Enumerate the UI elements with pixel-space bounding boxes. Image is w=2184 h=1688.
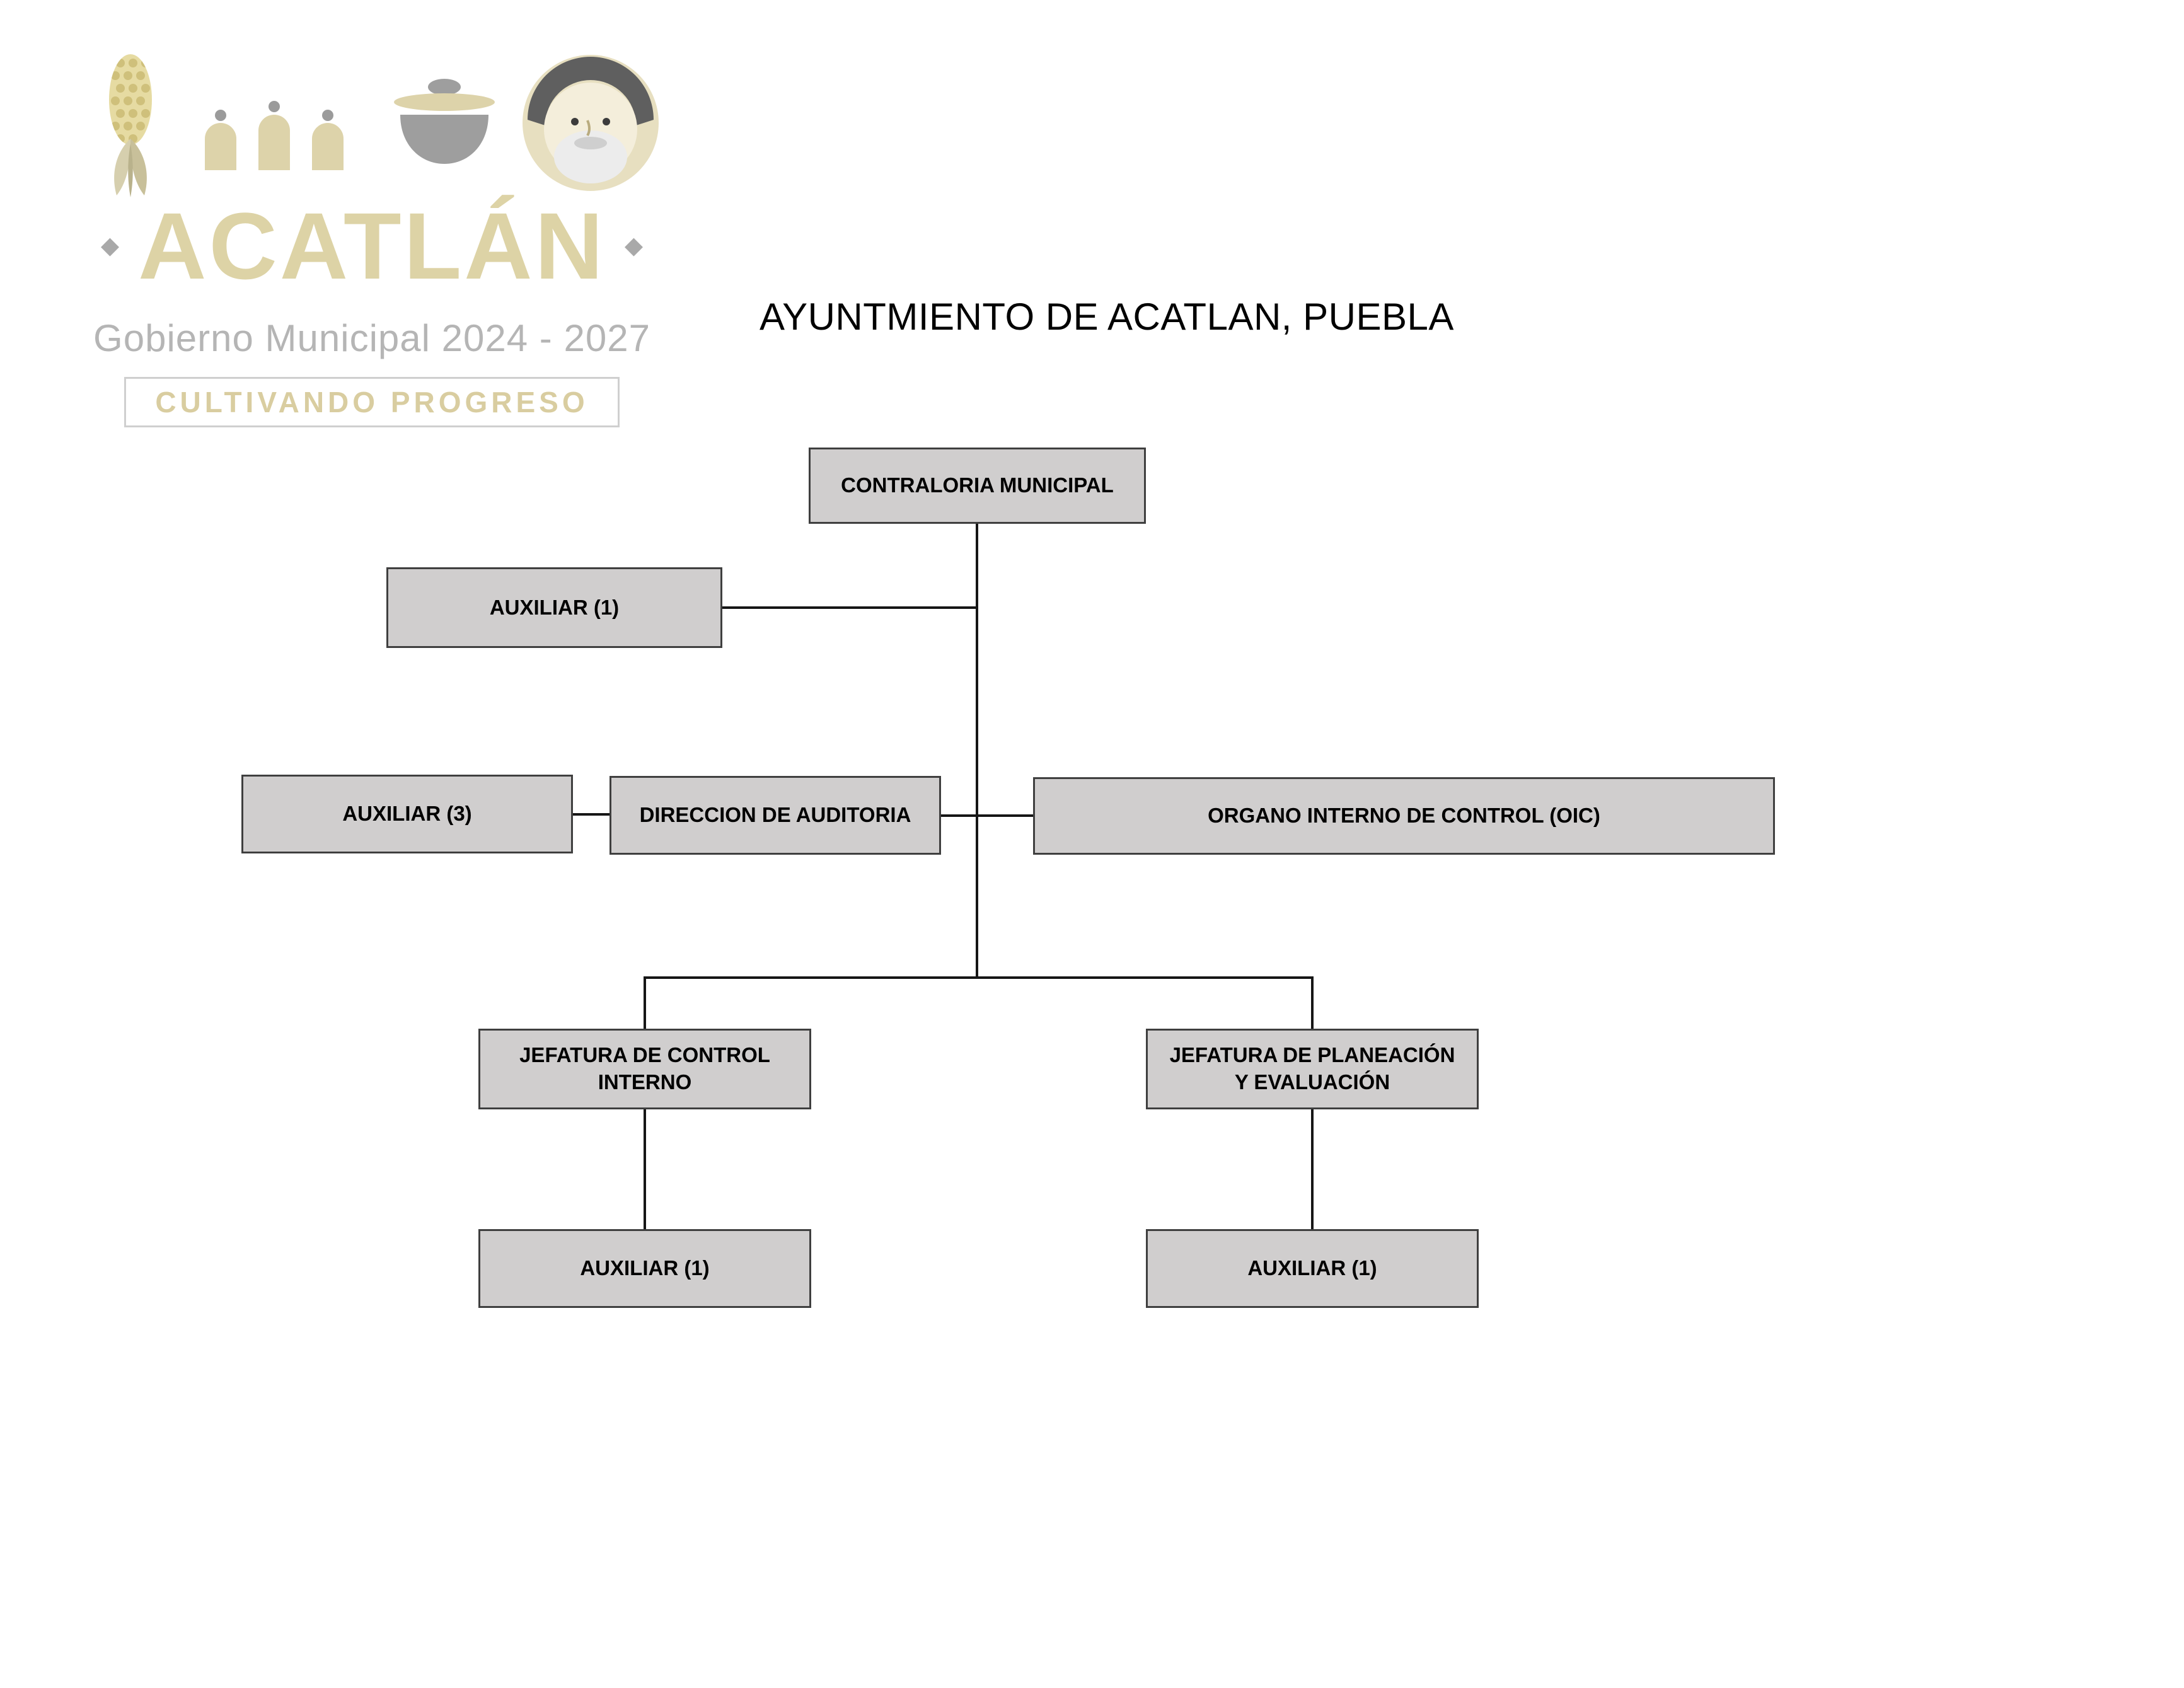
municipal-logo: ◆ ACATLÁN ◆ Gobierno Municipal 2024 - 20… [63,44,681,435]
church-arches-icon [205,101,344,170]
pot-icon [394,79,495,164]
org-node-auxiliar-auditoria: AUXILIAR (3) [241,775,573,853]
org-node-organo-interno-control: ORGANO INTERNO DE CONTROL (OIC) [1033,777,1775,855]
corn-icon [109,54,152,197]
connector-line-direccion-oic [939,814,1035,817]
org-node-auxiliar-contraloria: AUXILIAR (1) [386,567,722,648]
logo-slogan: CULTIVANDO PROGRESO [124,377,620,427]
logo-wordmark: ◆ ACATLÁN ◆ [63,199,681,293]
page-title: AYUNTMIENTO DE ACATLAN, PUEBLA [760,296,1454,338]
connector-line-jefatura-control-drop [644,976,646,1029]
connector-line-jefaturas-horizontal [644,976,1314,979]
org-node-auxiliar-planeacion: AUXILIAR (1) [1146,1229,1479,1308]
connector-line-control-auxiliar [644,1108,646,1230]
logo-government-line: Gobierno Municipal 2024 - 2027 [93,317,650,359]
org-node-direccion-auditoria: DIRECCION DE AUDITORIA [610,776,941,855]
connector-line-planeacion-auxiliar [1311,1108,1314,1230]
connector-line-main-vertical [976,524,978,979]
org-node-auxiliar-control-interno: AUXILIAR (1) [478,1229,811,1308]
org-node-jefatura-control-interno: JEFATURA DE CONTROL INTERNO [478,1029,811,1109]
face-emblem-icon [523,55,659,191]
logo-slogan-wrap: CULTIVANDO PROGRESO [63,377,681,427]
connector-line-auxiliar-direccion [570,813,610,816]
diamond-icon: ◆ [624,233,644,259]
org-node-contraloria-municipal: CONTRALORIA MUNICIPAL [809,448,1146,524]
connector-line-jefatura-planeacion-drop [1311,976,1314,1029]
org-node-jefatura-planeacion-evaluacion: JEFATURA DE PLANEACIÓN Y EVALUACIÓN [1146,1029,1479,1109]
connector-line-auxiliar-contraloria [722,606,976,609]
logo-city-name: ACATLÁN [138,193,606,299]
diamond-icon: ◆ [100,233,120,259]
